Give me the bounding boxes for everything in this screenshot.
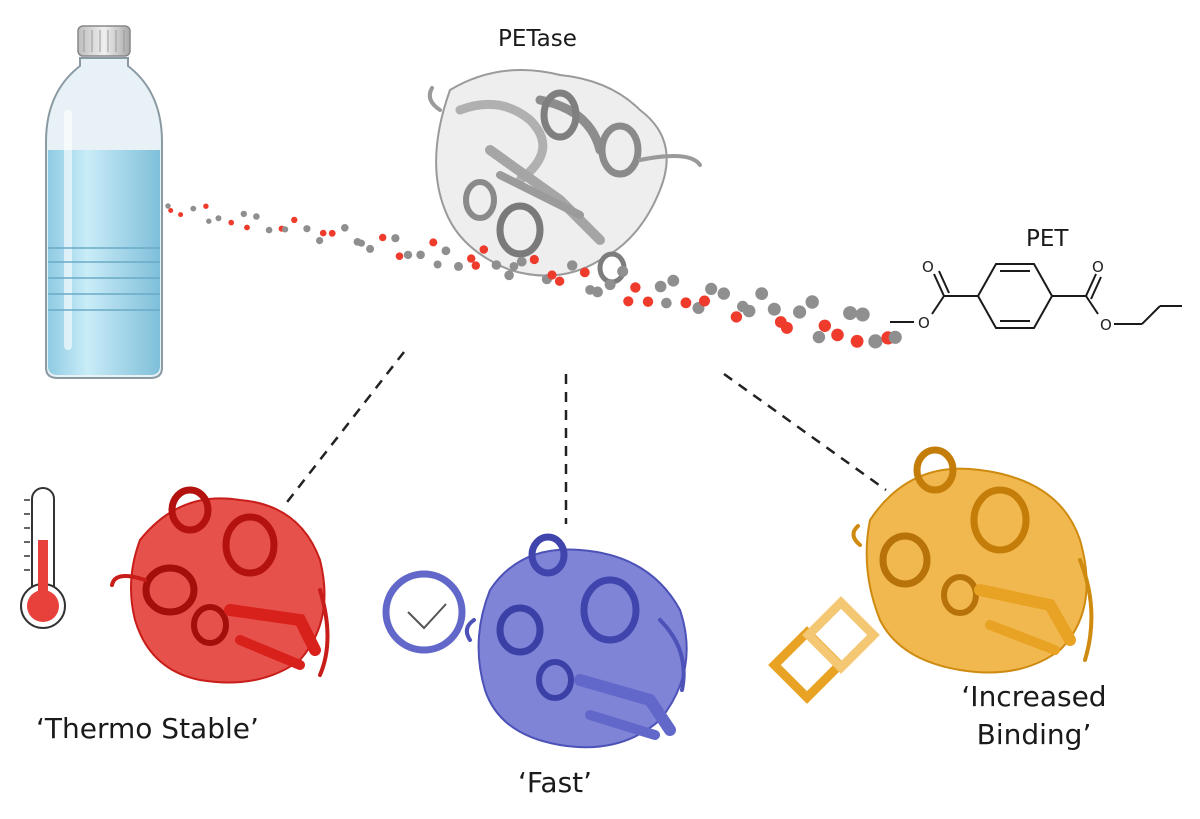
oxygen-atom [379,233,387,242]
carbon-atom [403,250,413,260]
oxygen-atom [554,276,565,286]
carbon-atom [793,305,807,319]
carbon-atom [206,218,212,224]
oxygen-atom [818,319,831,332]
carbon-atom [416,250,425,260]
oxygen-atom [395,252,404,260]
oxygen-atom [547,270,557,280]
carbon-atom [215,215,222,222]
carbon-atom [868,334,883,349]
clock-icon [382,570,466,654]
fast-protein [464,533,688,749]
carbon-atom [303,225,311,233]
carbon-atom [767,302,781,316]
connector-thermo [283,351,405,507]
pet-label: PET [1026,226,1069,252]
carbon-atom [491,260,502,270]
carbon-atom [454,261,463,271]
carbon-atom [604,279,616,291]
carbon-atom [253,213,260,220]
oxygen-atom [680,297,692,309]
carbon-atom [705,282,718,295]
oxygen-atom [178,212,184,218]
oxygen-atom [203,203,209,209]
thermo-stable-label: ‘Thermo Stable’ [36,712,259,745]
thermometer-icon [20,487,66,629]
petase-protein [427,69,702,285]
oxygen-atom [467,254,476,263]
increased-binding-protein [851,446,1094,674]
carbon-atom [357,239,365,247]
carbon-atom [504,270,514,281]
pet-carbonyl-oxygen-right: O [1092,258,1104,276]
oxygen-atom [699,295,710,307]
oxygen-atom [291,216,298,224]
carbon-atom [433,260,442,269]
oxygen-atom [529,254,539,265]
carbon-atom [654,280,667,293]
connector-binding [723,372,887,492]
oxygen-atom [831,328,844,342]
carbon-atom [190,205,197,212]
connector-lines [283,351,887,524]
increased-binding-label-line1: ‘Increased [961,680,1107,713]
oxygen-atom [623,296,634,307]
pet-ester-oxygen-left: O [918,314,930,332]
pet-polymer-chain [165,203,902,349]
thermo-stable-protein [110,486,330,684]
fast-label: ‘Fast’ [518,766,593,799]
carbon-atom [661,297,672,309]
oxygen-atom [642,296,654,307]
oxygen-atom [850,334,864,348]
oxygen-atom [319,229,327,237]
carbon-atom [165,203,171,209]
oxygen-atom [429,238,438,247]
oxygen-atom [730,311,743,323]
carbon-atom [366,244,375,253]
pet-carbonyl-oxygen-left: O [922,258,934,276]
carbon-atom [855,307,870,322]
oxygen-atom [228,219,234,226]
oxygen-atom [471,261,480,270]
increased-binding-label: ‘Increased Binding’ [934,678,1134,754]
carbon-atom [888,330,902,344]
carbon-atom [755,287,769,300]
oxygen-atom [780,321,793,334]
carbon-atom [567,260,578,271]
carbon-atom [341,224,349,232]
carbon-atom [805,295,819,309]
carbon-atom [391,234,400,243]
carbon-atom [812,330,826,344]
carbon-atom [316,237,324,245]
oxygen-atom [168,208,174,213]
carbon-atom [667,274,680,287]
chain-link-icon [768,596,880,704]
oxygen-atom [630,282,641,293]
carbon-atom [742,304,756,318]
oxygen-atom [328,229,336,237]
petase-label: PETase [498,26,577,52]
carbon-atom [265,226,273,234]
carbon-atom [516,256,527,267]
carbon-atom [592,286,603,298]
pet-chemical-structure [890,263,1182,329]
carbon-atom [282,226,289,233]
carbon-atom [441,246,451,256]
carbon-atom [843,306,858,321]
oxygen-atom [579,267,590,278]
carbon-atom [240,210,247,218]
carbon-atom [509,262,519,271]
carbon-atom [717,287,730,300]
increased-binding-label-line2: Binding’ [976,718,1092,751]
oxygen-atom [244,224,250,231]
plastic-bottle-icon [45,25,163,379]
oxygen-atom [479,245,489,254]
pet-ester-oxygen-right: O [1100,316,1112,334]
carbon-atom [617,265,629,277]
